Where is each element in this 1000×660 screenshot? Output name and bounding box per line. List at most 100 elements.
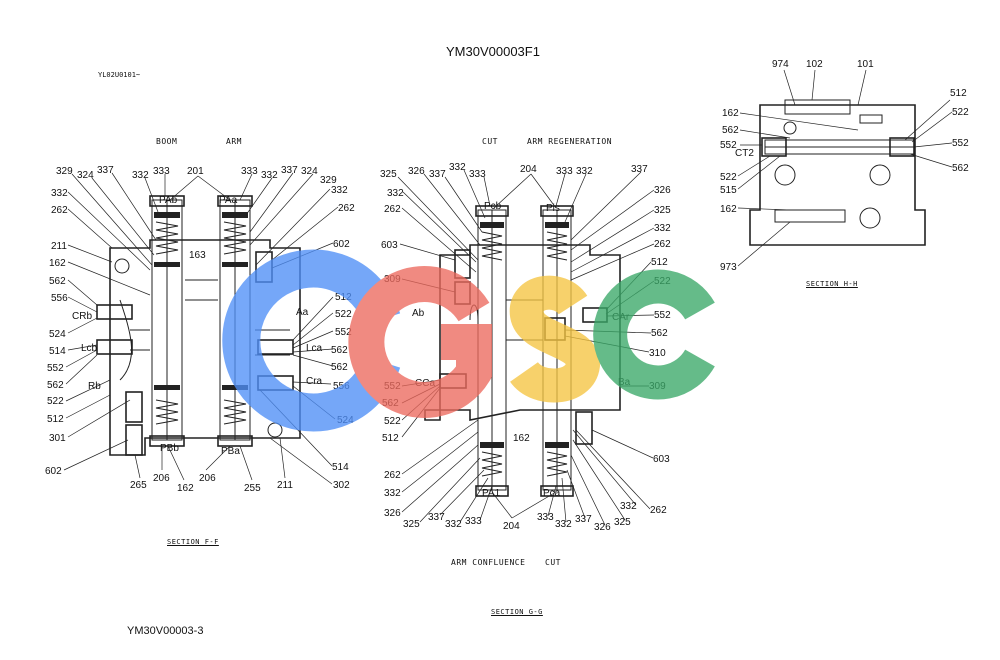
ref-code: YL02U0101~ [98, 71, 141, 79]
port-PAa: PAa [219, 195, 238, 206]
callout-162b: 162 [177, 483, 194, 494]
callout-h-974: 974 [772, 59, 789, 70]
callout-g-603: 603 [381, 240, 398, 251]
port-Aa: Aa [296, 307, 309, 318]
callout-g-326b: 326 [654, 185, 671, 196]
callout-337: 337 [97, 165, 114, 176]
callout-514b: 514 [332, 462, 349, 473]
callout-562: 562 [49, 276, 66, 287]
callout-g-337c: 337 [428, 512, 445, 523]
ports-section-ff: PAb PAa CRb Lcb Rb PBb PBa Aa Lca Cra [72, 195, 323, 457]
port-Pis: Pis [546, 203, 560, 214]
callout-g-562: 562 [651, 328, 668, 339]
callout-h-162: 162 [722, 108, 739, 119]
heading-cut-bottom: CUT [545, 558, 561, 567]
callout-g-332b: 332 [576, 166, 593, 177]
callout-206b: 206 [199, 473, 216, 484]
callout-562b: 562 [331, 345, 348, 356]
callout-211: 211 [51, 241, 67, 252]
callout-332c: 332 [51, 188, 68, 199]
callout-332: 332 [132, 170, 149, 181]
callout-g-325b: 325 [654, 205, 671, 216]
heading-boom: BOOM [156, 137, 178, 146]
callout-g-332f: 332 [445, 519, 462, 530]
callout-h-515: 515 [720, 185, 737, 196]
callout-301: 301 [49, 433, 66, 444]
watermark-letter-g [348, 266, 492, 418]
callout-g-326d: 326 [594, 522, 611, 533]
callout-g-325: 325 [380, 169, 397, 180]
cgsc-watermark [222, 249, 715, 432]
callout-302: 302 [333, 480, 350, 491]
callout-g-262: 262 [384, 204, 401, 215]
callout-332d: 332 [331, 185, 348, 196]
port-Pca: Pca [543, 488, 561, 499]
callout-g-332h: 332 [620, 501, 637, 512]
port-Cra: Cra [306, 376, 323, 387]
callout-552b: 552 [47, 363, 64, 374]
section-hh-body [749, 99, 926, 246]
callout-g-603b: 603 [653, 454, 670, 465]
port-CRb: CRb [72, 311, 92, 322]
callout-206: 206 [153, 473, 170, 484]
caption-section-hh: SECTION H-H [806, 280, 858, 288]
callout-g-332c: 332 [387, 188, 404, 199]
callout-g-332g: 332 [555, 519, 572, 530]
callout-211b: 211 [277, 480, 293, 491]
heading-arm: ARM [226, 137, 242, 146]
callout-g-522b: 522 [384, 416, 401, 427]
callout-512: 512 [335, 292, 352, 303]
callout-g-332: 332 [449, 162, 466, 173]
caption-section-gg: SECTION G-G [491, 608, 543, 616]
port-PA1: PA1 [482, 488, 501, 499]
callout-552: 552 [335, 327, 352, 338]
callout-h-522b: 522 [720, 172, 737, 183]
callout-h-973: 973 [720, 262, 737, 273]
watermark-letter-s [509, 275, 600, 403]
callout-324b: 324 [301, 166, 318, 177]
port-PBb: PBb [160, 443, 179, 454]
leader-lines [63, 69, 953, 526]
callout-333b: 333 [241, 166, 258, 177]
callout-g-333b: 333 [556, 166, 573, 177]
callout-h-552: 552 [720, 140, 737, 151]
callout-h-101: 101 [857, 59, 874, 70]
callout-g-325d: 325 [614, 517, 631, 528]
callout-g-262d: 262 [650, 505, 667, 516]
callout-512b: 512 [47, 414, 64, 425]
callout-556: 556 [51, 293, 68, 304]
callout-324: 324 [77, 170, 94, 181]
callout-h-162b: 162 [720, 204, 737, 215]
callout-g-333: 333 [469, 169, 486, 180]
callout-562d: 562 [47, 380, 64, 391]
port-PAb: PAb [159, 195, 178, 206]
port-Ab: Ab [412, 308, 425, 319]
callout-h-512: 512 [950, 88, 967, 99]
port-CT2: CT2 [735, 148, 754, 159]
callout-602: 602 [333, 239, 350, 250]
callout-g-325c: 325 [403, 519, 420, 530]
callout-524: 524 [49, 329, 66, 340]
heading-arm-regeneration: ARM REGENERATION [527, 137, 613, 146]
callout-h-562: 562 [722, 125, 739, 136]
callouts-section-hh: 974 102 101 512 162 522 562 552 552 522 … [720, 59, 969, 273]
callout-g-310: 310 [649, 348, 666, 359]
callout-162: 162 [49, 258, 66, 269]
callout-g-332d: 332 [654, 223, 671, 234]
callout-602b: 602 [45, 466, 62, 477]
callout-g-262c: 262 [384, 470, 401, 481]
callout-g-337d: 337 [575, 514, 592, 525]
callout-562c: 562 [331, 362, 348, 373]
drawing-number: YM30V00003-3 [127, 625, 204, 637]
callout-522: 522 [335, 309, 352, 320]
port-Pcb: Pcb [484, 201, 502, 212]
callout-262: 262 [51, 205, 68, 216]
drawing-id-title: YM30V00003F1 [446, 44, 540, 59]
callout-329: 329 [56, 166, 73, 177]
callout-g-333c: 333 [465, 516, 482, 527]
watermark-letter-c2 [593, 269, 715, 400]
port-Lcb: Lcb [81, 343, 98, 354]
callout-g-512b: 512 [382, 433, 399, 444]
callout-g-512: 512 [651, 257, 668, 268]
